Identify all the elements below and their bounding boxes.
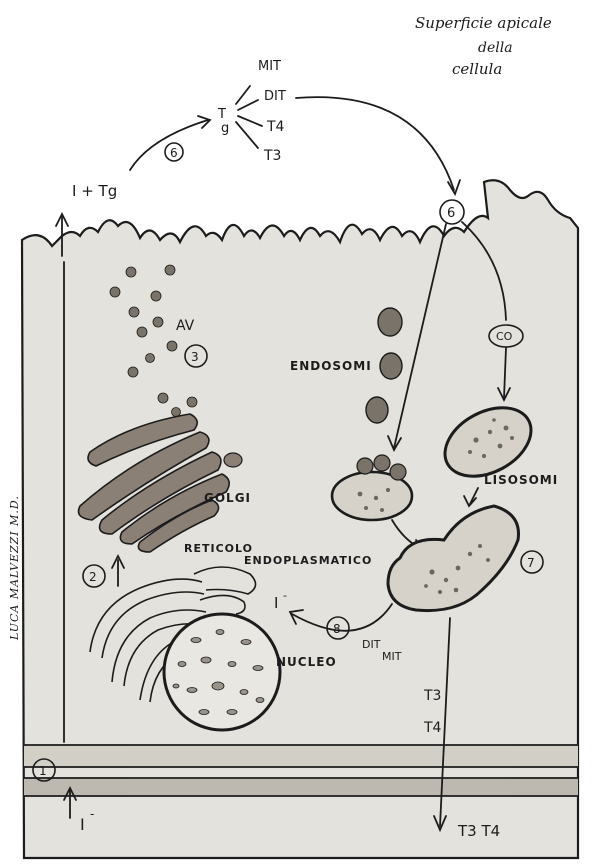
golgi-label: GOLGI xyxy=(204,491,251,505)
t4-label-top: T4 xyxy=(266,119,285,135)
iodide-recycled-label: I xyxy=(274,594,278,612)
nucleo-label: NUCLEO xyxy=(276,655,337,669)
apical-note-line3: cellula xyxy=(452,60,502,78)
apical-note-line1: Superficie apicale xyxy=(415,14,552,32)
step-1-label: 1 xyxy=(39,764,47,778)
tg-letter-t: T xyxy=(217,107,226,122)
tg-link-mit xyxy=(236,86,250,104)
author-signature: LUCA MALVEZZI M.D. xyxy=(8,495,21,641)
tg-letter-g: g xyxy=(221,121,229,136)
t3-label-top: T3 xyxy=(263,148,281,164)
endosome-2 xyxy=(380,353,402,379)
reticolo-label-1: RETICOLO xyxy=(184,542,253,555)
arrow-to-endocytosis xyxy=(296,97,454,190)
iodide-basal-label: I xyxy=(80,815,85,834)
step-2-label: 2 xyxy=(89,570,97,584)
arrow-to-endocytosis-head xyxy=(448,180,460,194)
basal-band-lower xyxy=(24,778,578,796)
tg-link-dit xyxy=(238,100,258,110)
dit-bottom-label: DIT xyxy=(362,638,381,651)
lysosome-bud-2 xyxy=(374,455,390,471)
t4-vertical-label: T4 xyxy=(423,720,442,736)
co-label: CO xyxy=(496,330,513,343)
step-3-label: 3 xyxy=(191,350,199,364)
av-label: AV xyxy=(176,318,195,334)
t3-vertical-label: T3 xyxy=(423,688,441,704)
lysosome-bud-1 xyxy=(357,458,373,474)
tg-link-t3 xyxy=(236,122,258,148)
step-4-label: 6 xyxy=(170,146,178,160)
endosome-3 xyxy=(366,397,388,423)
apical-note-line2: della xyxy=(478,40,513,56)
mit-bottom-label: MIT xyxy=(382,650,402,663)
tg-link-t4 xyxy=(238,116,262,126)
iodide-basal-minus: - xyxy=(90,807,94,821)
endosomi-label: ENDOSOMI xyxy=(290,359,372,373)
lysosome-bud-3 xyxy=(390,464,406,480)
t3-t4-bottom-label: T3 T4 xyxy=(457,822,500,840)
step-7-label: 7 xyxy=(527,556,535,570)
dit-label-top: DIT xyxy=(264,89,286,104)
iodide-recycled-minus: - xyxy=(283,589,287,602)
golgi-vesicle xyxy=(224,453,242,467)
step-6-label: 6 xyxy=(447,206,455,221)
mit-label-top: MIT xyxy=(258,59,281,74)
lisosomi-label: LISOSOMI xyxy=(484,473,558,487)
iodide-tg-label: I + Tg xyxy=(72,182,117,200)
step-8-label: 8 xyxy=(333,622,341,636)
endosome-1 xyxy=(378,308,402,336)
reticolo-label-2: ENDOPLASMATICO xyxy=(244,554,372,567)
basal-band-upper xyxy=(24,745,578,767)
